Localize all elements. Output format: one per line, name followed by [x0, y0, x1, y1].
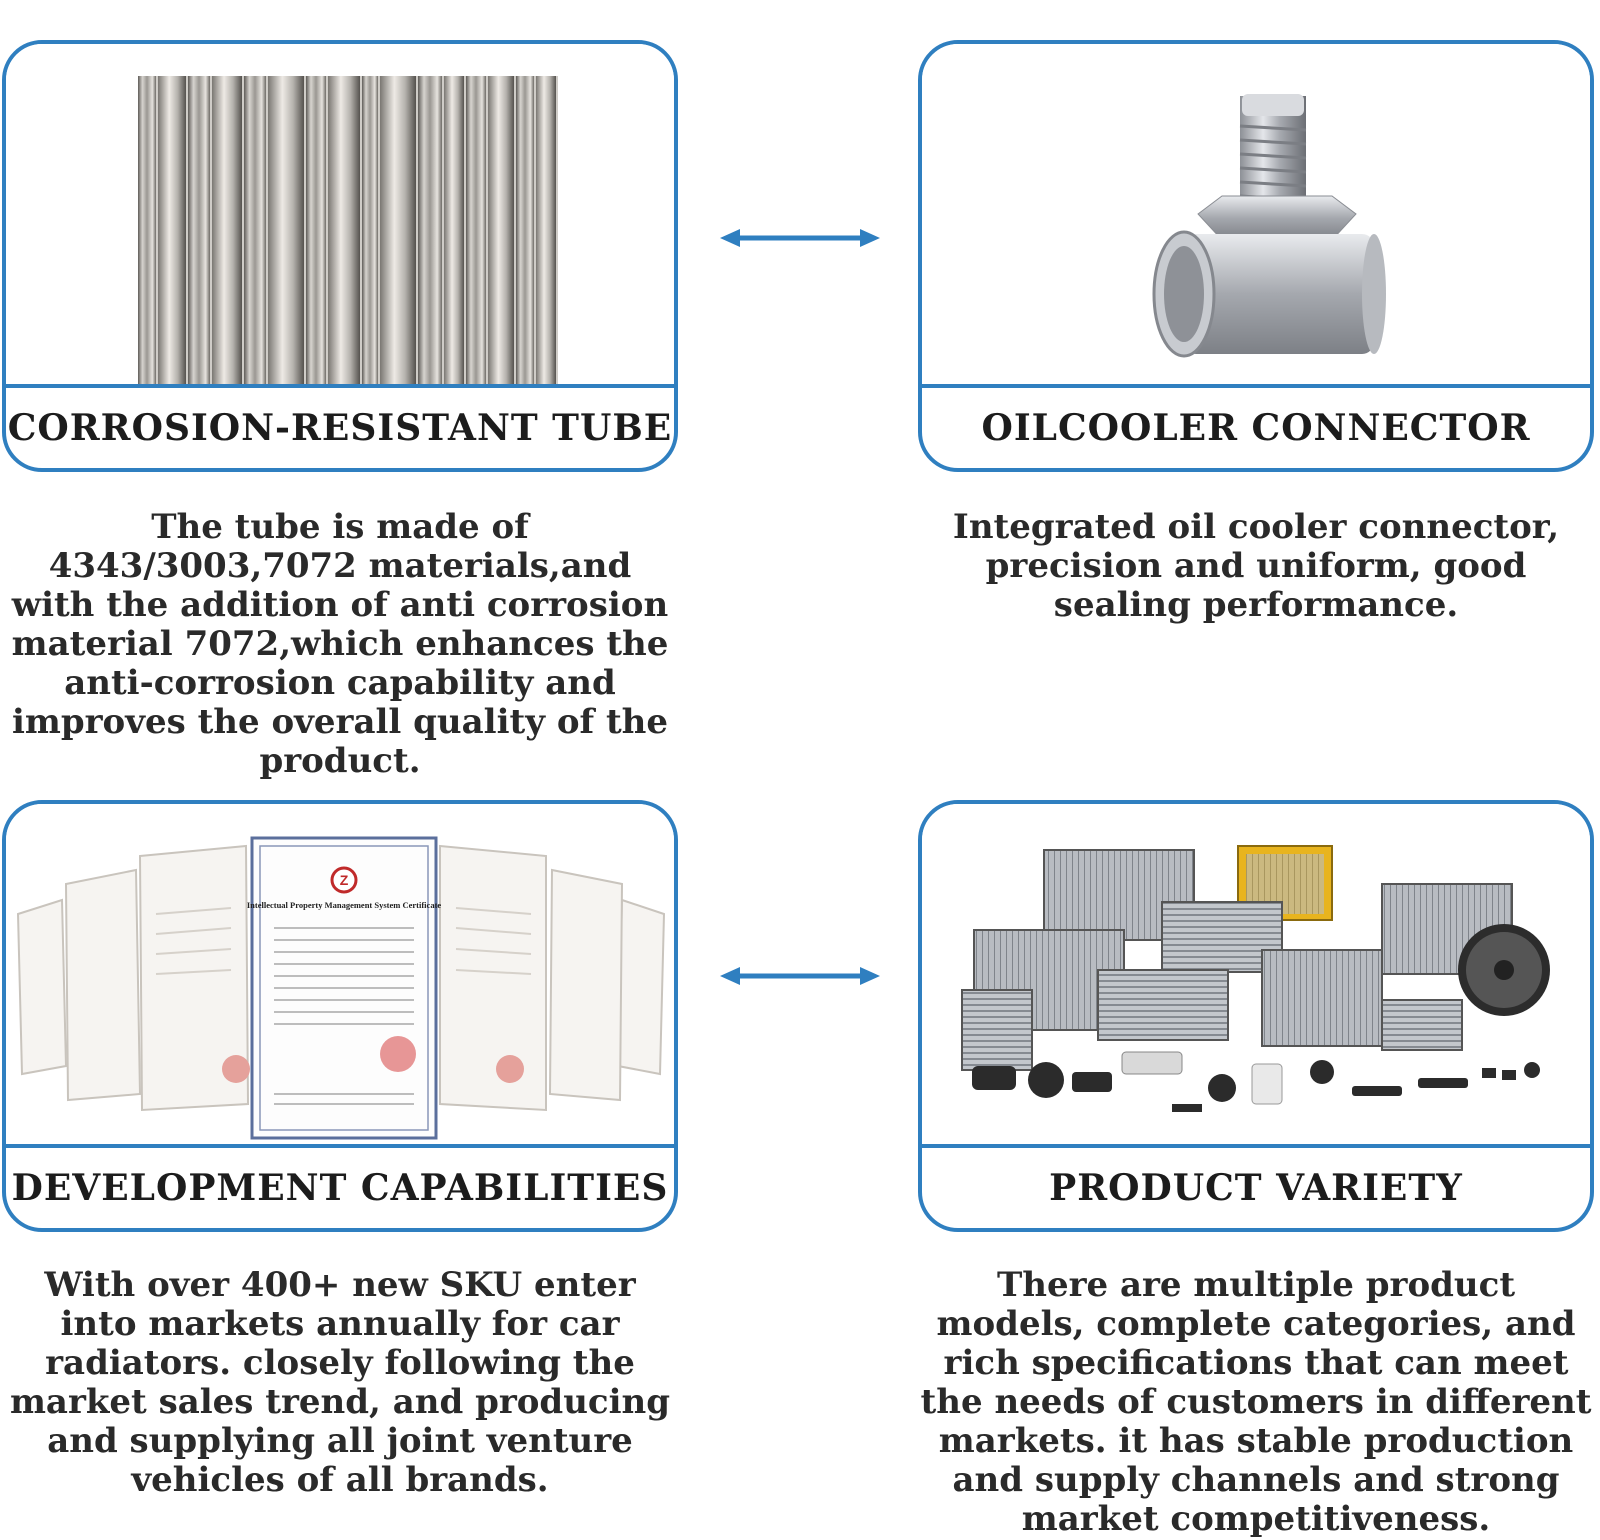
card-corrosion-resistant-tube: CORROSION-RESISTANT TUBE: [2, 40, 678, 472]
certificates-image: Z Intellectual Property Management Syste…: [6, 804, 674, 1148]
tube-strip: [488, 76, 514, 388]
certificate-heading: Intellectual Property Management System …: [247, 900, 442, 910]
tube-strip: [158, 76, 186, 388]
tube-strip: [444, 76, 464, 388]
double-arrow-icon: [720, 226, 880, 250]
card-product-variety: PRODUCT VARIETY: [918, 800, 1594, 1232]
description-oilcooler-connector: Integrated oil cooler connector, precisi…: [952, 507, 1560, 625]
aluminum-tubes-image: [6, 44, 674, 388]
card-title: CORROSION-RESISTANT TUBE: [6, 384, 674, 468]
card-title: DEVELOPMENT CAPABILITIES: [6, 1144, 674, 1228]
tube-strip: [418, 76, 442, 388]
description-development-capabilities: With over 400+ new SKU enter into market…: [9, 1265, 671, 1500]
radiator-products-image: [922, 804, 1590, 1148]
description-product-variety: There are multiple product models, compl…: [920, 1265, 1592, 1539]
tube-strip: [362, 76, 378, 388]
tube-strip: [380, 76, 416, 388]
card-title: OILCOOLER CONNECTOR: [922, 384, 1590, 468]
tube-strip: [212, 76, 242, 388]
tube-strip: [328, 76, 360, 388]
double-arrow-icon: [720, 964, 880, 988]
card-development-capabilities: Z Intellectual Property Management Syste…: [2, 800, 678, 1232]
oil-cooler-connector-image: [922, 44, 1590, 388]
tube-strip: [516, 76, 534, 388]
tube-strip: [466, 76, 486, 388]
tube-strip: [306, 76, 326, 388]
certificate-logo: Z: [340, 872, 349, 888]
tube-strip: [268, 76, 304, 388]
tube-strip: [244, 76, 266, 388]
tube-strip: [536, 76, 556, 388]
card-title: PRODUCT VARIETY: [922, 1144, 1590, 1228]
tube-strip: [188, 76, 210, 388]
description-corrosion-resistant-tube: The tube is made of 4343/3003,7072 mater…: [11, 507, 669, 781]
tube-strip: [138, 76, 156, 388]
card-oilcooler-connector: OILCOOLER CONNECTOR: [918, 40, 1594, 472]
